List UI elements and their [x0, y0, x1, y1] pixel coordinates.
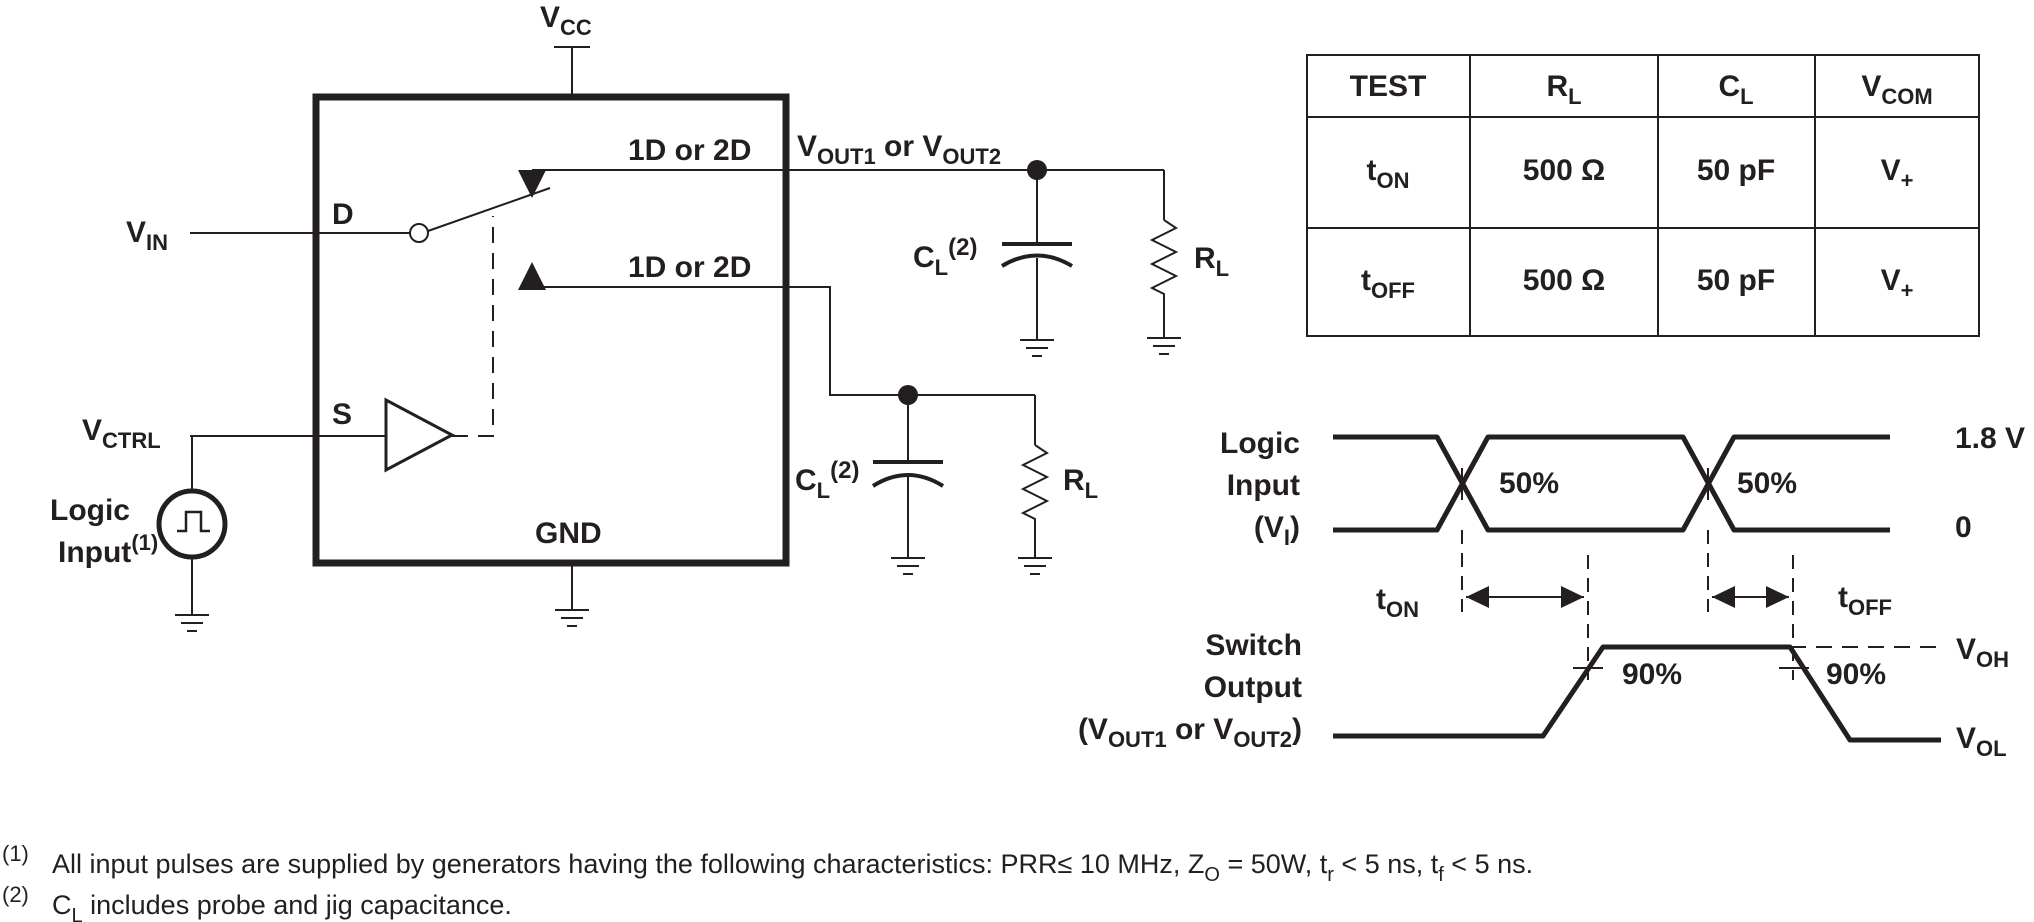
- table-header-test: TEST: [1350, 70, 1427, 103]
- level-1p8v-label: 1.8 V: [1955, 422, 2025, 455]
- table-cell-test: tON: [1367, 154, 1410, 193]
- switch-output-axis-label-line3: (VOUT1 or VOUT2): [1078, 713, 1302, 752]
- table-cell-test: tOFF: [1361, 264, 1415, 303]
- out1-pin-label: 1D or 2D: [628, 134, 751, 167]
- out2-pin-label: 1D or 2D: [628, 251, 751, 284]
- footnotes: (1)All input pulses are supplied by gene…: [2, 841, 1533, 922]
- ground-symbol: [555, 609, 589, 627]
- control-buffer-symbol: [384, 397, 456, 473]
- control-link-dashed: [452, 216, 494, 437]
- table-cell-cl: 50 pF: [1697, 154, 1775, 187]
- vcc-supply-symbol: [554, 46, 590, 97]
- pct50-label-rise: 50%: [1499, 467, 1559, 500]
- toff-label: tOFF: [1838, 581, 1892, 620]
- pulse-generator-source: [156, 488, 228, 560]
- gnd-pin-label: GND: [535, 517, 602, 550]
- table-header-rl: RL: [1546, 70, 1581, 109]
- table-cell-rl: 500 Ω: [1523, 264, 1605, 297]
- pct90-label-fall: 90%: [1826, 658, 1886, 691]
- logic-input-axis-label-line1: Logic: [1220, 427, 1300, 460]
- ground-symbol: [1147, 337, 1181, 355]
- ton-label: tON: [1376, 583, 1419, 622]
- pin-s-label: S: [332, 398, 352, 431]
- table-row: tOFF 500 Ω 50 pF V+: [1361, 264, 1913, 303]
- ground-symbol: [891, 557, 925, 575]
- pin-d-label: D: [332, 198, 354, 231]
- ground-symbol: [1020, 339, 1054, 357]
- switch-output-axis-label-line1: Switch: [1205, 629, 1302, 662]
- output2-resistor: [1020, 444, 1050, 558]
- ground-symbol: [1018, 557, 1052, 575]
- logic-input-waveform-lower: [1333, 434, 1890, 533]
- table-cell-vcom: V+: [1881, 264, 1914, 303]
- table-cell-rl: 500 Ω: [1523, 154, 1605, 187]
- switch-blade: [427, 187, 551, 232]
- vctrl-label: VCTRL: [82, 414, 161, 453]
- switch-output-waveform: [1333, 644, 1941, 743]
- output2-load-network: [786, 286, 1050, 558]
- device-package: [312, 93, 790, 567]
- table-header-vcom: VCOM: [1861, 70, 1932, 109]
- output1-resistor: [1149, 219, 1179, 338]
- pct50-label-fall: 50%: [1737, 467, 1797, 500]
- vin-label: VIN: [126, 216, 168, 255]
- logic-input-waveform-upper: [1333, 434, 1890, 533]
- output1-cl-label: CL(2): [913, 234, 977, 280]
- pct90-label-rise: 90%: [1622, 658, 1682, 691]
- table-cell-vcom: V+: [1881, 154, 1914, 193]
- table-row: tON 500 Ω 50 pF V+: [1367, 154, 1914, 193]
- logic-input-label-line1: Logic: [50, 494, 130, 527]
- level-0-label: 0: [1955, 511, 1972, 544]
- footnote-2: (2)CL includes probe and jig capacitance…: [2, 882, 512, 922]
- table-header-row: TEST RL CL VCOM: [1350, 70, 1933, 109]
- vol-label: VOL: [1956, 722, 2007, 761]
- output1-load-network: [786, 160, 1179, 340]
- vout-label: VOUT1 or VOUT2: [797, 130, 1001, 169]
- vcc-label: VCC: [540, 1, 592, 40]
- logic-input-label-line2: Input(1): [58, 530, 158, 569]
- logic-input-axis-label-line3: (VI): [1254, 511, 1300, 550]
- table-header-cl: CL: [1718, 70, 1753, 109]
- logic-input-axis-label-line2: Input: [1227, 469, 1300, 502]
- switch-pivot-node: [409, 223, 429, 243]
- switch-output-axis-label-line2: Output: [1204, 671, 1302, 704]
- switch-contact-2-arrow: [518, 262, 546, 290]
- table-cell-cl: 50 pF: [1697, 264, 1775, 297]
- footnote-1: (1)All input pulses are supplied by gene…: [2, 841, 1533, 886]
- ton-interval-arrow: [1466, 586, 1584, 608]
- test-conditions-table: TEST RL CL VCOM tON 500 Ω 50 pF V+ tOFF …: [1306, 54, 1980, 337]
- output1-rl-label: RL: [1194, 242, 1229, 281]
- test-circuit: VCC VIN D 1D or 2D 1D or 2D S GND VCTRL …: [50, 1, 1229, 632]
- voh-label: VOH: [1956, 633, 2009, 672]
- output2-cl-label: CL(2): [795, 457, 859, 503]
- output2-rl-label: RL: [1063, 464, 1098, 503]
- ground-symbol: [175, 614, 209, 632]
- pulse-waveform-icon: [177, 510, 210, 533]
- timing-diagram: Logic Input (VI) 1.8 V 0 50% 50% tON: [1078, 422, 2025, 761]
- switch-contact-1-arrow: [518, 170, 546, 198]
- toff-interval-arrow: [1712, 586, 1789, 608]
